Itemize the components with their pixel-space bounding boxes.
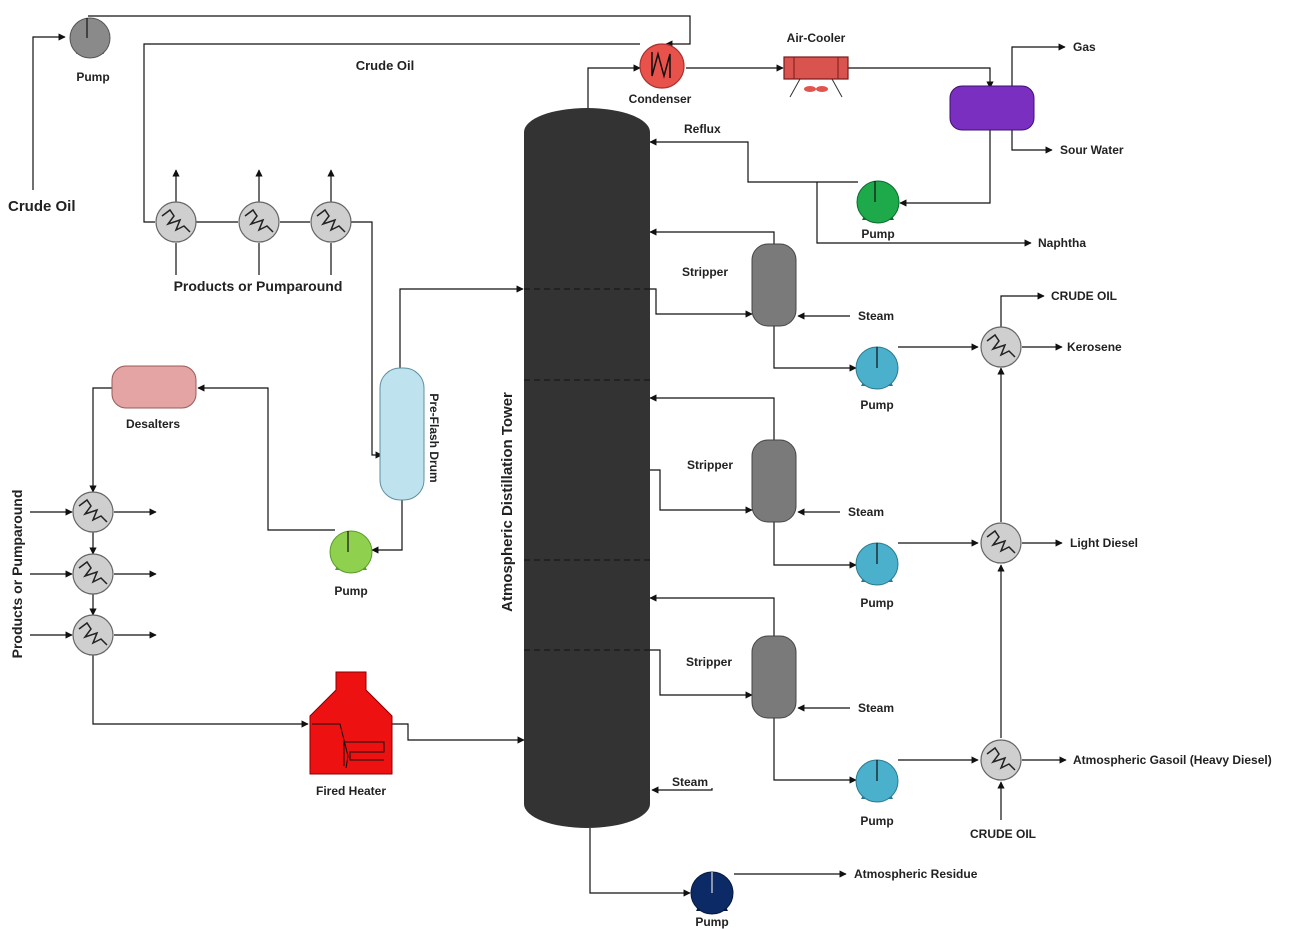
heat-exchanger-icon[interactable] [155,201,197,243]
label-gasoil: Atmospheric Gasoil (Heavy Diesel) [1073,753,1272,767]
label-gas: Gas [1073,40,1096,54]
label-crude-oil-bottom: CRUDE OIL [970,827,1036,841]
label-fired-heater: Fired Heater [316,784,386,798]
heat-exchanger-icon[interactable] [980,326,1022,368]
labels: Pump Crude Oil Crude Oil Condenser Air-C… [8,31,1272,929]
pump-icon[interactable] [690,871,734,915]
label-steam-1: Steam [858,309,894,323]
distillation-tower[interactable] [524,108,650,828]
label-kerosene: Kerosene [1067,340,1122,354]
heat-exchanger-icon[interactable] [72,553,114,595]
label-pump-gasoil: Pump [860,814,893,828]
heat-exchanger-icon[interactable] [310,201,352,243]
label-crude-oil-top: Crude Oil [356,58,415,73]
stripper-vessel[interactable] [751,635,797,719]
piping [30,15,1067,897]
label-air-cooler: Air-Cooler [787,31,846,45]
pump-icon[interactable] [856,180,900,224]
label-steam-2: Steam [848,505,884,519]
heat-exchanger-icon[interactable] [72,614,114,656]
label-tower: Atmospheric Distillation Tower [499,392,516,612]
label-stripper-3: Stripper [686,655,732,669]
label-stripper-2: Stripper [687,458,733,472]
pump-icon[interactable] [855,346,899,390]
air-cooler-icon[interactable] [783,56,849,98]
label-pump-naphtha: Pump [861,227,894,241]
label-pump-preflash: Pump [334,584,367,598]
label-light-diesel: Light Diesel [1070,536,1138,550]
label-sour-water: Sour Water [1060,143,1124,157]
heat-exchanger-icon[interactable] [72,491,114,533]
desalter-vessel[interactable] [111,365,197,409]
label-crude-oil-kerosene: CRUDE OIL [1051,289,1117,303]
tower-body [524,108,650,828]
label-pump-top: Pump [76,70,109,84]
pump-icon[interactable] [329,530,373,574]
label-steam-bottom: Steam [672,775,708,789]
label-pump-kerosene: Pump [860,398,893,412]
stripper-vessel[interactable] [751,243,797,327]
fired-heater-icon[interactable] [309,671,393,775]
label-steam-3: Steam [858,701,894,715]
heat-exchanger-icon[interactable] [980,522,1022,564]
pump-icon[interactable] [855,759,899,803]
label-pump-light-diesel: Pump [860,596,893,610]
label-products-top: Products or Pumparound [174,278,343,294]
pump-icon[interactable] [69,17,111,59]
label-condenser: Condenser [629,92,692,106]
label-products-left: Products or Pumparound [9,490,25,659]
condenser-icon[interactable] [639,43,685,89]
heat-exchanger-icon[interactable] [238,201,280,243]
label-residue: Atmospheric Residue [854,867,978,881]
label-pump-residue: Pump [695,915,728,929]
label-preflash-drum: Pre-Flash Drum [427,393,441,482]
pump-icon[interactable] [855,542,899,586]
preflash-drum-vessel[interactable] [379,367,425,501]
label-naphtha: Naphtha [1038,236,1086,250]
stripper-vessel[interactable] [751,439,797,523]
separator-drum[interactable] [949,85,1035,131]
heat-exchanger-icon[interactable] [980,739,1022,781]
label-stripper-1: Stripper [682,265,728,279]
label-reflux: Reflux [684,122,721,136]
label-desalters: Desalters [126,417,180,431]
label-crude-oil-left: Crude Oil [8,198,76,215]
fan-icon [804,86,828,92]
